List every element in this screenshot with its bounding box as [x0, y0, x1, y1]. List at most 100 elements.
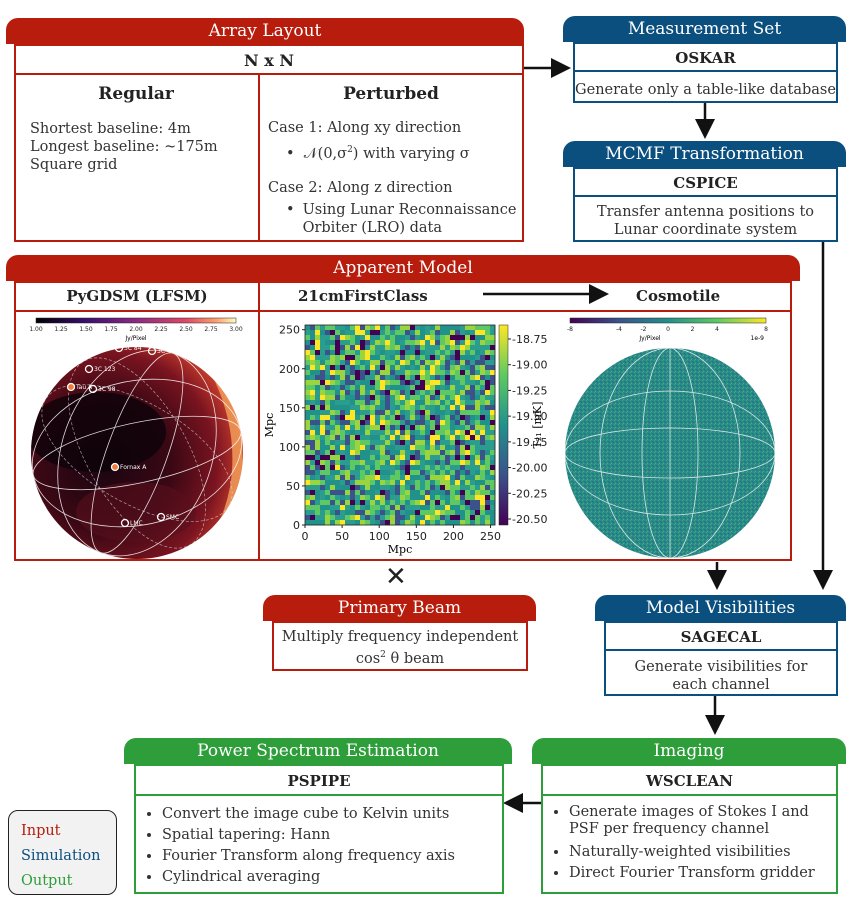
beam-text: θ beam	[385, 650, 445, 667]
first-class-title: 21cmFirstClass	[298, 287, 428, 305]
case2-label: Case 2: Along z direction	[268, 179, 453, 196]
primary-beam-desc: Multiply frequency independent cos2 θ be…	[274, 628, 526, 668]
case1-sup: 2	[347, 145, 353, 155]
imaging-header: Imaging	[532, 738, 846, 764]
first-class-ytick: 200	[279, 363, 300, 376]
ps-item: Cylindrical averaging	[162, 867, 496, 888]
cosmotile-scale: 1e-9	[751, 335, 765, 342]
primary-beam-desc-line2: cos2 θ beam	[274, 646, 526, 668]
first-class-cbar-tick: -20.00	[512, 462, 547, 475]
first-class-xtick: 250	[480, 530, 501, 543]
source-marker	[84, 364, 94, 374]
imaging-item: Generate images of Stokes I and PSF per …	[569, 804, 833, 838]
measurement-set-header: Measurement Set	[563, 16, 846, 42]
pygdsm-cbar-tick: 2.00	[129, 326, 143, 333]
source-marker	[88, 384, 98, 394]
imaging-panel: WSCLEAN Generate images of Stokes I and …	[541, 764, 838, 894]
primary-beam-desc-line1: Multiply frequency independent	[281, 629, 519, 645]
source-marker	[147, 346, 157, 356]
cos-text: cos	[355, 650, 381, 667]
longest-baseline: Longest baseline: ~175m	[30, 139, 218, 155]
regular-details: Shortest baseline: 4m Longest baseline: …	[30, 120, 255, 174]
ps-item: Convert the image cube to Kelvin units	[162, 804, 496, 825]
legend-input: Input	[21, 823, 61, 839]
source-label: LMC	[130, 520, 143, 527]
source-marker	[156, 512, 166, 522]
cosmotile-cbar-tick: 8	[764, 326, 768, 333]
case2-bullet: •Using Lunar Reconnaissance Orbiter (LRO…	[268, 201, 520, 237]
primary-beam-panel: Multiply frequency independent cos2 θ be…	[272, 621, 528, 671]
cosmotile-cbar-tick: 2	[691, 326, 695, 333]
pygdsm-cbar-tick: 1.50	[79, 326, 93, 333]
source-label: 3C 123	[94, 366, 116, 373]
apparent-model-header: Apparent Model	[6, 255, 800, 281]
imaging-item: Direct Fourier Transform gridder	[569, 863, 833, 884]
pygdsm-title: PyGDSM (LFSM)	[66, 287, 208, 305]
perturbed-title: Perturbed	[343, 84, 439, 104]
first-class-ytick: 0	[293, 519, 300, 532]
legend: Input Simulation Output	[8, 810, 117, 895]
pspipe-label: PSPIPE	[136, 766, 502, 796]
first-class-cbar-tick: -20.50	[512, 513, 547, 526]
first-class-cbar-tick: -19.25	[512, 384, 547, 397]
perturbed-details: Case 1: Along xy direction • 𝒩(0,σ2) wit…	[268, 119, 520, 237]
cosmotile-cbar-tick: 4	[715, 326, 719, 333]
first-class-xtick: 150	[406, 530, 427, 543]
cosmotile-cbar-tick: -4	[616, 326, 622, 333]
imaging-item: Naturally-weighted visibilities	[569, 842, 833, 863]
first-class-ytick: 150	[279, 402, 300, 415]
source-label: 3C 48	[157, 348, 175, 355]
ps-item: Fourier Transform along frequency axis	[162, 846, 496, 867]
pygdsm-cbar-tick: 1.00	[29, 326, 43, 333]
first-class-ytick: 50	[286, 480, 300, 493]
first-class-xtick: 200	[443, 530, 464, 543]
cosmotile-cbar-label: Jy/Pixel	[638, 335, 661, 342]
grid-type: Square grid	[30, 157, 118, 173]
cos-sup: 2	[380, 650, 386, 660]
first-class-xlabel: Mpc	[388, 543, 412, 556]
first-class-ytick: 250	[279, 324, 300, 337]
case1-label: Case 1: Along xy direction	[268, 120, 462, 136]
cosmotile-cbar-tick: -8	[567, 326, 573, 333]
source-label: Cyg A	[193, 339, 211, 346]
pygdsm-cbar-tick: 2.25	[154, 326, 168, 333]
cosmotile-cbar-tick: 0	[666, 326, 670, 333]
primary-beam-header: Primary Beam	[263, 595, 536, 621]
first-class-ytick: 100	[279, 441, 300, 454]
power-spectrum-list: Convert the image cube to Kelvin units S…	[136, 804, 496, 888]
case1-normal-post: ) with varying σ	[352, 145, 470, 162]
source-marker	[120, 518, 130, 528]
measurement-set-desc: Generate only a table-like database	[575, 82, 836, 98]
array-layout-header: Array Layout	[6, 18, 524, 44]
pygdsm-cbar-label: Jy/Pixel	[124, 335, 147, 342]
pygdsm-cbar-tick: 3.00	[229, 326, 243, 333]
cspice-label: CSPICE	[575, 169, 836, 197]
first-class-xtick: 0	[302, 530, 309, 543]
imaging-list: Generate images of Stokes I and PSF per …	[543, 804, 833, 884]
power-spectrum-panel: PSPIPE Convert the image cube to Kelvin …	[134, 764, 504, 894]
measurement-set-panel: OSKAR Generate only a table-like databas…	[573, 42, 838, 103]
case1-bullet: • 𝒩(0,σ2) with varying σ	[286, 145, 470, 162]
source-label: 3C 84	[124, 345, 142, 352]
source-marker	[183, 337, 193, 347]
source-label: 3C 98	[98, 386, 116, 393]
multiply-icon: ✕	[385, 562, 407, 592]
power-spectrum-header: Power Spectrum Estimation	[124, 738, 512, 764]
source-marker	[110, 462, 120, 472]
first-class-ylabel: Mpc	[263, 413, 276, 437]
case1-normal-pre: 𝒩(0,σ	[303, 145, 348, 162]
shortest-baseline: Shortest baseline: 4m	[30, 121, 191, 137]
first-class-cbar-tick: -19.00	[512, 359, 547, 372]
ps-item: Spatial tapering: Hann	[162, 825, 496, 846]
first-class-cbar-tick: -18.75	[512, 333, 547, 346]
wsclean-label: WSCLEAN	[543, 766, 836, 796]
pygdsm-cbar-tick: 2.75	[204, 326, 218, 333]
source-marker	[66, 382, 76, 392]
array-layout-panel: N x N Regular Shortest baseline: 4m Long…	[14, 44, 524, 242]
model-vis-panel: SAGECAL Generate visibilities for each c…	[604, 621, 838, 696]
mcmf-desc: Transfer antenna positions to Lunar coor…	[596, 204, 815, 238]
first-class-cbar-tick: -20.25	[512, 487, 547, 500]
first-class-cbar-tick: -19.50	[512, 410, 547, 423]
apparent-model-panel: PyGDSM (LFSM) 21cmFirstClass Cosmotile	[14, 281, 792, 561]
